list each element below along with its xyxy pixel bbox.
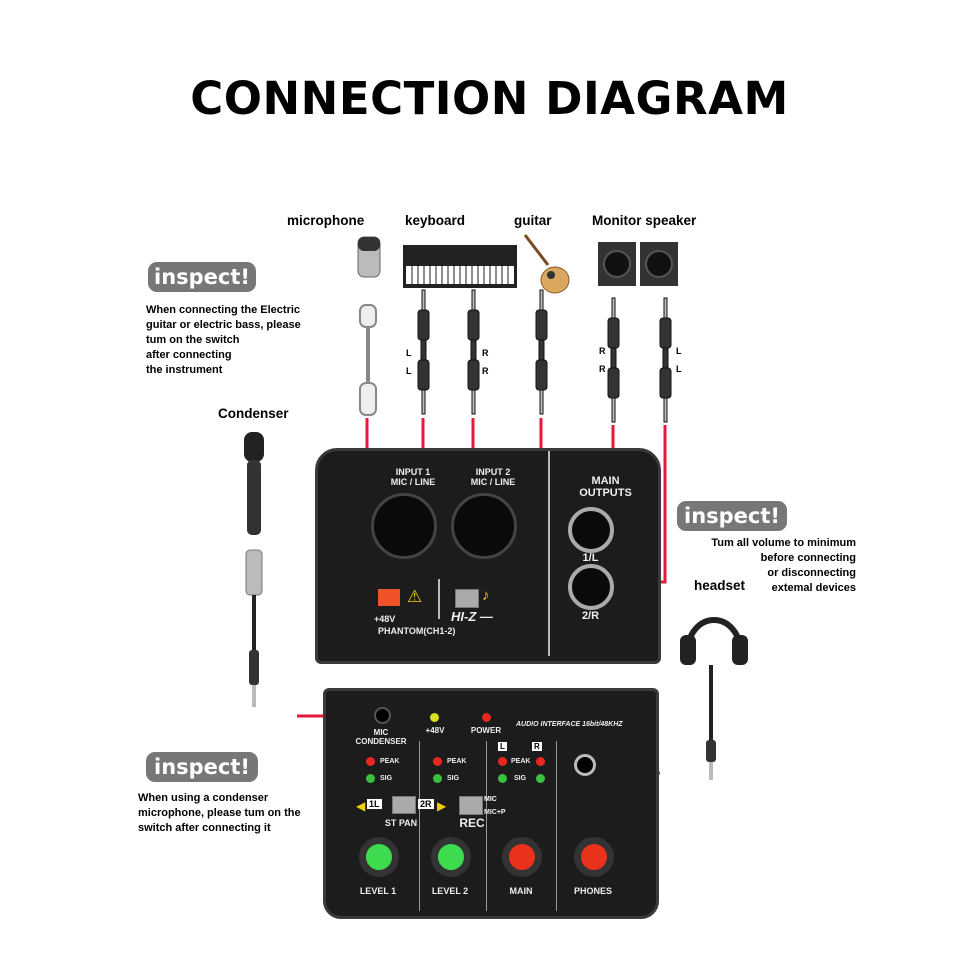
phantom-led xyxy=(430,713,439,722)
output2-label: 2/R xyxy=(581,610,600,622)
power-label: POWER xyxy=(470,726,502,735)
rec-micp-label: MIC+P xyxy=(484,809,506,816)
divider xyxy=(419,741,420,911)
power-led xyxy=(482,713,491,722)
main-l-sig-led xyxy=(498,774,507,783)
main-r-peak-led xyxy=(536,757,545,766)
condenser-mic-icon xyxy=(244,432,264,707)
main-peak-label: PEAK xyxy=(511,758,531,765)
divider xyxy=(548,451,550,656)
ch2-sig-led xyxy=(433,774,442,783)
headphones-icon xyxy=(680,617,748,780)
left-channel-label: L xyxy=(498,742,507,751)
label-headset: headset xyxy=(694,578,746,593)
inspect-badge-3: inspect! xyxy=(146,752,258,782)
studio-microphone-icon xyxy=(357,236,381,278)
hi-z-label: HI-Z — xyxy=(451,609,493,624)
ch2-peak-label: PEAK xyxy=(447,758,467,765)
main-knob[interactable] xyxy=(502,837,542,877)
phones-label: PHONES xyxy=(573,886,612,896)
level1-label: LEVEL 1 xyxy=(359,886,397,896)
input2-combo-jack[interactable] xyxy=(451,493,517,559)
model-label: AUDIO INTERFACE 16bit/48KHZ xyxy=(516,721,623,728)
main-label: MAIN xyxy=(509,886,533,896)
divider xyxy=(486,741,487,911)
pan-right-arrow-icon: ▶ xyxy=(437,799,447,813)
rec-mic-label: MIC xyxy=(484,796,497,803)
guitar-small-icon: ♪ xyxy=(482,587,490,604)
divider xyxy=(556,741,557,911)
phantom-power-button[interactable] xyxy=(378,589,400,606)
phantom-label: PHANTOM(CH1-2) xyxy=(378,626,456,636)
hi-z-button[interactable] xyxy=(455,589,479,608)
main-sig-label: SIG xyxy=(514,775,527,782)
jack-cables-icon xyxy=(417,289,672,423)
mic-condenser-jack[interactable] xyxy=(374,707,391,724)
label-condenser: Condenser xyxy=(218,406,289,421)
monitor-speakers-icon xyxy=(598,242,678,286)
inspect-badge-1: inspect! xyxy=(148,262,256,292)
level2-label: LEVEL 2 xyxy=(431,886,469,896)
st-pan-label: ST PAN xyxy=(384,818,418,828)
keyboard-icon xyxy=(403,245,517,288)
pan-1l-label: 1L xyxy=(367,799,382,809)
ch1-peak-label: PEAK xyxy=(380,758,400,765)
xlr-cable-icon xyxy=(359,304,377,416)
level1-knob[interactable] xyxy=(359,837,399,877)
divider xyxy=(438,579,440,619)
label-microphone: microphone xyxy=(287,213,365,228)
st-pan-button[interactable] xyxy=(392,796,416,814)
pan-2r-label: 2R xyxy=(418,799,434,809)
guitar-icon xyxy=(523,234,570,294)
label-guitar: guitar xyxy=(514,213,552,228)
output1-jack[interactable] xyxy=(568,507,614,553)
phones-knob[interactable] xyxy=(574,837,614,877)
pan-left-arrow-icon: ◀ xyxy=(356,799,366,813)
ch1-peak-led xyxy=(366,757,375,766)
input1-combo-jack[interactable] xyxy=(371,493,437,559)
output2-jack[interactable] xyxy=(568,564,614,610)
ch1-sig-label: SIG xyxy=(380,775,393,782)
phantom-led-label: +48V xyxy=(425,726,445,735)
label-keyboard: keyboard xyxy=(405,213,466,228)
ch2-sig-label: SIG xyxy=(447,775,460,782)
inspect-badge-2: inspect! xyxy=(677,501,787,531)
label-monitor-speaker: Monitor speaker xyxy=(592,213,697,228)
headphone-jack[interactable] xyxy=(574,754,596,776)
phantom-voltage-label: +48V xyxy=(374,614,396,624)
output1-label: 1/L xyxy=(582,552,599,564)
warning-icon: ⚠ xyxy=(407,587,423,606)
ch2-peak-led xyxy=(433,757,442,766)
page-title: CONNECTION DIAGRAM xyxy=(190,72,789,125)
level2-knob[interactable] xyxy=(431,837,471,877)
right-channel-label: R xyxy=(532,742,542,751)
rec-button[interactable] xyxy=(459,796,483,815)
rec-label: REC xyxy=(459,816,485,830)
ch1-sig-led xyxy=(366,774,375,783)
main-r-sig-led xyxy=(536,774,545,783)
main-l-peak-led xyxy=(498,757,507,766)
